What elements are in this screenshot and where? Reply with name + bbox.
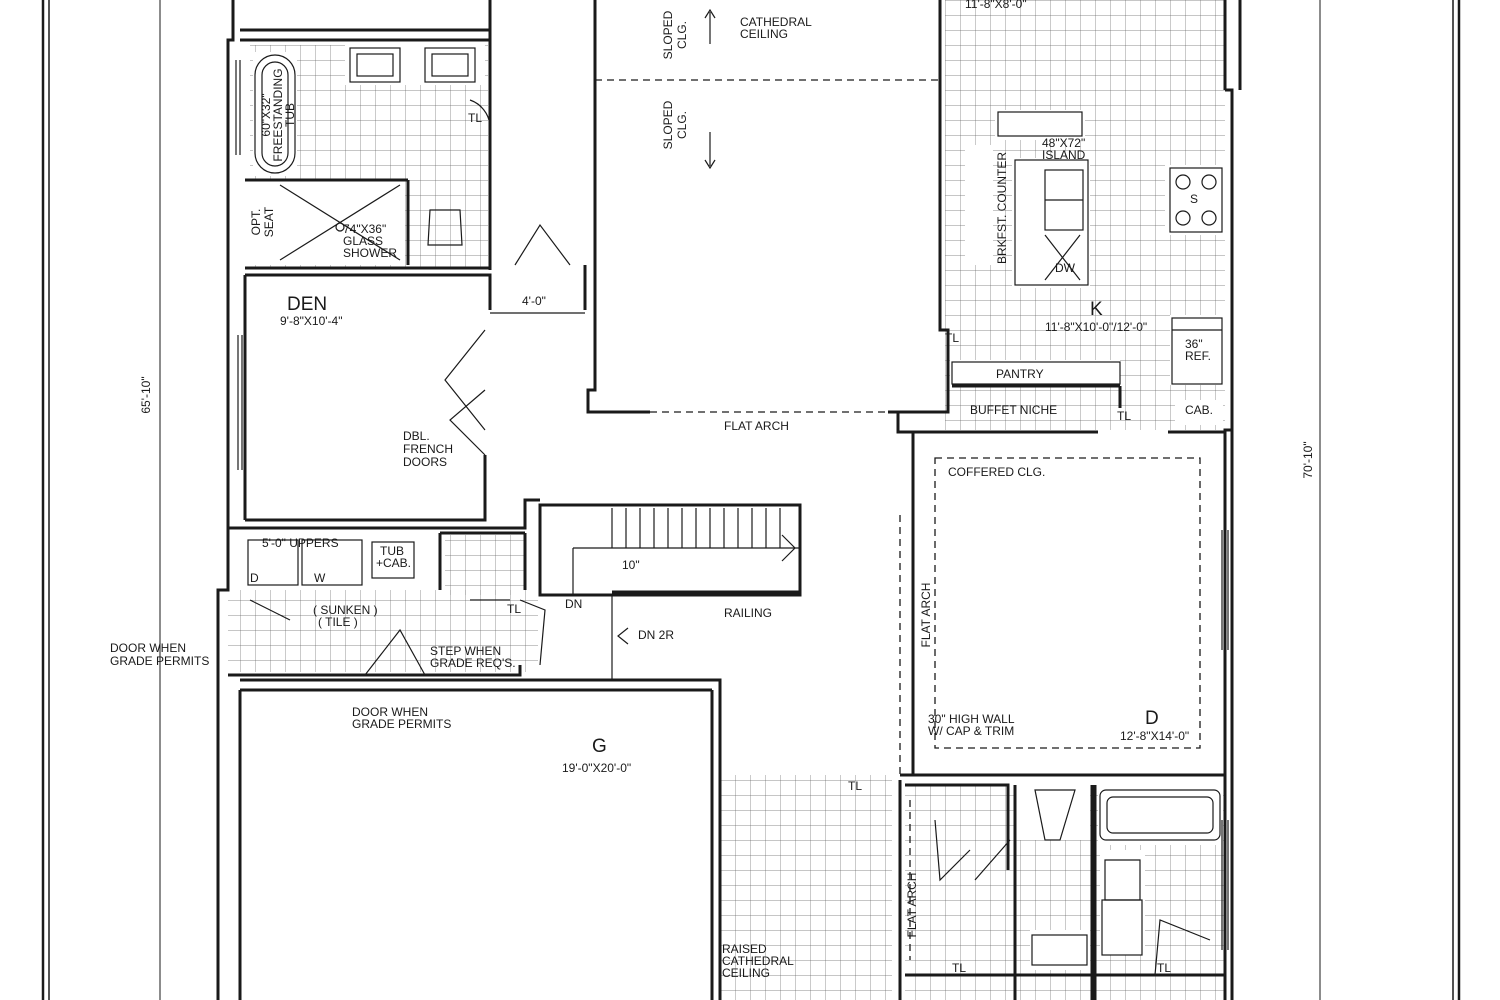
ref-2: REF. (1185, 349, 1211, 363)
coffered-clg: COFFERED CLG. (948, 465, 1045, 479)
shower-1: 74"X36" (343, 222, 386, 236)
island-2: ISLAND (1042, 148, 1086, 162)
stove-label: S (1190, 192, 1198, 206)
tub-cab-1: TUB (380, 544, 404, 558)
den-name: DEN (287, 294, 327, 315)
tub-3: TUB (283, 103, 297, 127)
uppers-label: 5'-0" UPPERS (262, 536, 339, 550)
opt-seat-2: SEAT (262, 206, 276, 237)
step-grade-1: STEP WHEN (430, 644, 501, 658)
opt-seat-1: OPT. (249, 209, 263, 236)
french-doors-2: FRENCH (403, 442, 453, 456)
brkfst-counter: BRKFST. COUNTER (995, 152, 1009, 264)
den-hall-dim: 4'-0" (522, 294, 546, 308)
ref-1: 36" (1185, 337, 1203, 351)
sloped-clg-1b: CLG. (675, 21, 689, 49)
tl-mud: TL (507, 602, 521, 616)
raised-cathedral-1: RAISED (722, 942, 767, 956)
stair-riser-dim: 10" (622, 558, 640, 572)
dw-label: DW (1055, 261, 1076, 275)
garage-name: G (592, 736, 607, 757)
sunken-1: ( SUNKEN ) (313, 603, 378, 617)
dn-label: DN (565, 597, 582, 611)
flat-arch-lower: FLAT ARCH (905, 873, 919, 938)
pantry-label: PANTRY (996, 367, 1044, 381)
dryer-label: D (250, 571, 259, 585)
tl-kitchen: TL (945, 331, 959, 345)
top-room-size: 11'-8"X8'-0" (965, 0, 1027, 11)
dimension-lines (159, 0, 1321, 1000)
flat-arch-top: FLAT ARCH (724, 419, 789, 433)
door-grade-garage-1: DOOR WHEN (352, 705, 428, 719)
french-doors-1: DBL. (403, 429, 430, 443)
shower-2: GLASS (343, 234, 383, 248)
dining-size: 12'-8"X14'-0" (1120, 729, 1189, 743)
ceiling-dashes (595, 79, 1201, 960)
kitchen-size: 11'-8"X10'-0"/12'-0" (1045, 320, 1147, 334)
cab-label: CAB. (1185, 403, 1213, 417)
staircase (538, 503, 802, 680)
tl-bath-lower-2: TL (1157, 961, 1171, 975)
walls (216, 0, 1242, 1000)
door-swings (249, 99, 1211, 976)
washer-label: W (314, 571, 326, 585)
step-grade-2: GRADE REQ'S. (430, 656, 516, 670)
tl-buffet: TL (1117, 409, 1131, 423)
fixtures (247, 47, 1223, 966)
arrows (490, 8, 716, 645)
railing-label: RAILING (724, 606, 772, 620)
shower-3: SHOWER (343, 246, 397, 260)
buffet-niche: BUFFET NICHE (970, 403, 1057, 417)
raised-cathedral-2: CATHEDRAL (722, 954, 794, 968)
sloped-clg-1a: SLOPED (661, 10, 675, 59)
den-size: 9'-8"X10'-4" (280, 314, 342, 328)
dining-name: D (1145, 708, 1159, 729)
door-grade-left-2: GRADE PERMITS (110, 654, 209, 668)
tub-1: 60"X32" (259, 93, 273, 136)
raised-cathedral-3: CEILING (722, 966, 770, 980)
dim-left-overall: 65'-10" (139, 376, 153, 413)
dn-2r-label: DN 2R (638, 628, 674, 642)
tub-cab-2: +CAB. (376, 556, 411, 570)
dim-right-overall: 70'-10" (1301, 441, 1315, 478)
french-doors-3: DOORS (403, 455, 447, 469)
tl-bath: TL (468, 111, 482, 125)
door-grade-left-1: DOOR WHEN (110, 641, 186, 655)
island-1: 48"X72" (1042, 136, 1085, 150)
sunken-2: ( TILE ) (318, 615, 358, 629)
sloped-clg-2a: SLOPED (661, 100, 675, 149)
flat-arch-dining: FLAT ARCH (919, 583, 933, 648)
fixture-backdrops (245, 45, 1225, 970)
sloped-clg-2b: CLG. (675, 111, 689, 139)
cathedral-ceiling-2: CEILING (740, 27, 788, 41)
garage-size: 19'-0"X20'-0" (562, 761, 631, 775)
door-grade-garage-2: GRADE PERMITS (352, 717, 451, 731)
tl-bath-lower-1: TL (952, 961, 966, 975)
labels: 65'-10" 70'-10" 11'-8"X8'-0" CATHEDRAL C… (110, 0, 1315, 980)
cathedral-ceiling-1: CATHEDRAL (740, 15, 812, 29)
high-wall-1: 30" HIGH WALL (928, 712, 1015, 726)
tl-lower: TL (848, 779, 862, 793)
page-border (41, 0, 1461, 1000)
kitchen-name: K (1090, 299, 1103, 320)
high-wall-2: W/ CAP & TRIM (928, 724, 1014, 738)
windows (235, 60, 1229, 950)
tub-2: FREESTANDING (271, 68, 285, 161)
